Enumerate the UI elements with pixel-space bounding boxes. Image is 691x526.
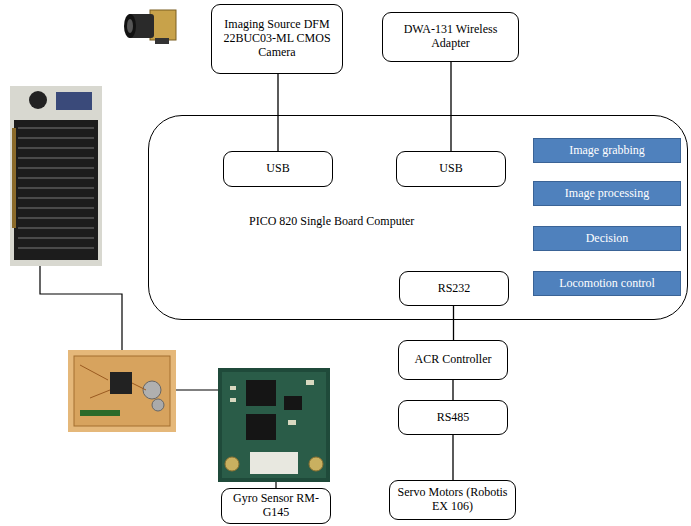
box-label: Gyro Sensor RM-G145 [228,492,324,520]
device-box: Servo Motors (Robotis EX 106) [389,480,516,520]
pcb-photo [68,350,176,432]
device-box: DWA-131 Wireless Adapter [382,12,519,62]
wire [40,266,122,350]
sensor-box: Gyro Sensor RM-G145 [221,488,331,524]
box-label: ACR Controller [415,353,492,367]
connector-line [450,62,451,151]
function-box: Image grabbing [533,138,681,163]
box-label: RS232 [438,282,471,296]
connector-line [453,306,454,340]
box-label: USB [439,162,462,176]
computer-board: PICO 820 Single Board Computer USB USB Imag… [148,115,688,320]
connector-line [452,435,453,480]
port-box: USB [396,151,506,187]
connector-line [452,380,453,400]
box-label: Imaging Source DFM 22BUC03-ML CMOS Camer… [218,18,336,59]
box-label: DWA-131 Wireless Adapter [389,23,512,51]
box-label: Servo Motors (Robotis EX 106) [396,486,509,514]
controller-box: ACR Controller [398,340,508,380]
board-photo [10,86,102,266]
box-label: RS485 [437,411,470,425]
port-box: USB [223,151,333,187]
board-label: PICO 820 Single Board Computer [249,214,414,229]
box-label: USB [266,162,289,176]
function-box: Decision [533,226,681,251]
box-label: Locomotion control [559,276,655,291]
device-box: Imaging Source DFM 22BUC03-ML CMOS Camer… [211,4,343,74]
camera-photo [124,10,176,44]
box-label: Image processing [565,186,649,201]
port-box: RS485 [398,400,508,435]
box-label: Image grabbing [569,143,645,158]
function-box: Locomotion control [533,271,681,296]
function-box: Image processing [533,181,681,206]
connector-line [277,74,278,151]
wire [176,389,218,390]
port-box: RS232 [399,271,509,306]
gyro-photo [218,368,330,482]
box-label: Decision [586,231,629,246]
